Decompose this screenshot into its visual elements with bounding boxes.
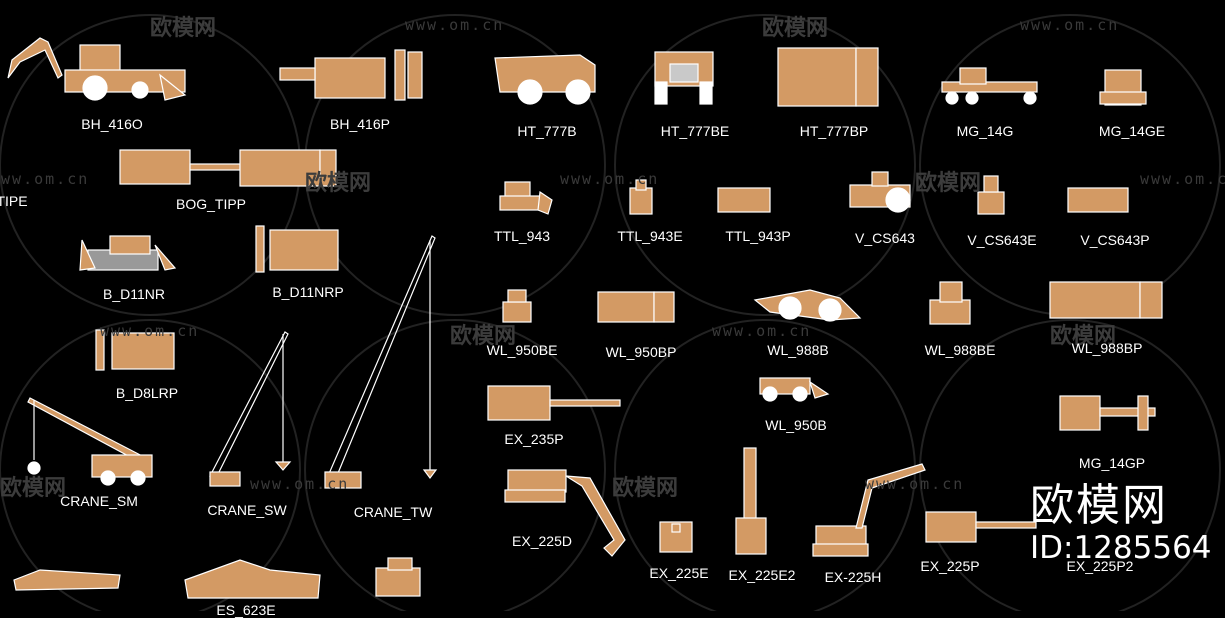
label-ht-777bp: HT_777BP <box>799 123 869 139</box>
label-bh-416o: BH_416O <box>81 116 143 132</box>
label-ttl-943e: TTL_943E <box>617 228 683 244</box>
label-bog-tipp: BOG_TIPP <box>175 196 247 212</box>
backhoe-plan-icon <box>279 49 423 101</box>
track-loader-plan-icon <box>717 187 771 213</box>
wheel-loader-large-front-icon <box>929 281 971 325</box>
label-v-cs643: V_CS643 <box>855 230 915 246</box>
watermark-brand: 欧模网 <box>762 16 829 41</box>
label-wl-988b: WL_988B <box>767 342 829 358</box>
watermark-brand: 欧模网 <box>450 324 517 349</box>
watermark-site: www.om.cn <box>712 322 812 340</box>
crawler-crane-icon <box>209 331 292 487</box>
watermark-site: www.om.cn <box>250 475 350 493</box>
label-ex-225p2: EX_225P2 <box>1066 558 1134 574</box>
watermark-brand: 欧模网 <box>0 476 67 501</box>
dozer-plan-small-icon <box>95 329 175 371</box>
id-watermark-brand: 欧模网 <box>1030 480 1168 531</box>
label-ex-225d: EX_225D <box>512 533 572 549</box>
haul-truck-side-icon <box>494 54 596 105</box>
label-wl-950bp: WL_950BP <box>605 344 677 360</box>
watermark-brand: 欧模网 <box>915 171 982 196</box>
label-b-d11nrp: B_D11NRP <box>272 284 344 300</box>
motor-grader-side-icon <box>941 67 1038 105</box>
label-wl-950b: WL_950B <box>765 417 827 433</box>
equipment-drawings <box>7 37 1163 599</box>
label-es-623e: ES_623E <box>216 602 276 618</box>
excavator-plan-icon <box>487 385 621 421</box>
elevating-scraper-icon <box>184 559 321 599</box>
label-crane-tw: CRANE_TW <box>353 504 433 520</box>
label-wl-988be: WL_988BE <box>924 342 996 358</box>
id-watermark: 欧模网 ID:1285564 <box>1030 480 1220 567</box>
motor-grader-plan-icon <box>1059 395 1156 431</box>
excavator-long-reach-icon <box>812 463 926 557</box>
vibratory-roller-front-icon <box>977 175 1005 215</box>
scraper-icon <box>13 569 121 591</box>
label-wl-950be: WL_950BE <box>486 342 558 358</box>
label-v-cs643e: V_CS643E <box>967 232 1037 248</box>
dozer-side-icon <box>79 235 177 271</box>
track-loader-side-icon <box>499 181 553 215</box>
label-ttl-943: TTL_943 <box>493 228 551 244</box>
label-crane-sw: CRANE_SW <box>207 502 287 518</box>
watermark-site: www.om.cn <box>100 322 200 340</box>
watermark-site: www.om.cn <box>865 475 965 493</box>
label-b-d11nr: B_D11NR <box>103 286 165 302</box>
excavator-front-boom-icon <box>735 447 767 555</box>
label-mg-14g: MG_14G <box>956 123 1014 139</box>
label-ex-225h: EX-225H <box>824 569 882 585</box>
watermark-site: www.om.cn <box>0 170 90 188</box>
wheel-loader-large-plan-icon <box>1049 281 1163 319</box>
watermark-brand: 欧模网 <box>305 171 372 196</box>
label-mg-14ge: MG_14GE <box>1098 123 1166 139</box>
label-ex-225p: EX_225P <box>920 558 980 574</box>
compactor-icon <box>375 557 421 597</box>
watermark-site: www.om.cn <box>1140 170 1225 188</box>
watermark-site: www.om.cn <box>560 170 660 188</box>
tower-crane-icon <box>324 235 438 489</box>
haul-truck-plan-icon <box>777 47 879 107</box>
label-ht-777be: HT_777BE <box>660 123 730 139</box>
label-b-d8lrp: B_D8LRP <box>115 385 179 401</box>
label-v-cs643p: V_CS643P <box>1080 232 1150 248</box>
id-watermark-number: ID:1285564 <box>1030 530 1212 566</box>
excavator-side-icon <box>504 469 626 557</box>
label-ht-777b: HT_777B <box>517 123 577 139</box>
excavator-plan-small-icon <box>925 511 1037 543</box>
watermark-brand: 欧模网 <box>612 476 679 501</box>
mobile-crane-icon <box>27 397 153 486</box>
label-wl-988bp: WL_988BP <box>1071 340 1143 356</box>
dozer-plan-icon <box>255 225 339 273</box>
label-bh-416p: BH_416P <box>330 116 390 132</box>
haul-truck-front-icon <box>654 51 714 105</box>
wheel-loader-large-side-icon <box>753 289 862 322</box>
wheel-loader-side-icon <box>759 377 830 402</box>
watermark-site: www.om.cn <box>1020 16 1120 34</box>
backhoe-side-icon <box>7 37 187 101</box>
label-ttl-943p: TTL_943P <box>725 228 791 244</box>
label-ex-225e: EX_225E <box>649 565 709 581</box>
label-ex-225e2: EX_225E2 <box>728 567 796 583</box>
track-loader-front-icon <box>629 179 653 215</box>
vibratory-roller-side-icon <box>849 171 911 213</box>
watermark-brand: 欧模网 <box>1050 324 1117 349</box>
tipper-plan-icon <box>119 149 337 187</box>
watermark-brand: 欧模网 <box>150 16 217 41</box>
label-ex-235p: EX_235P <box>504 431 564 447</box>
label-mg-14gp: MG_14GP <box>1078 455 1146 471</box>
label-crane-sm: CRANE_SM <box>60 493 138 509</box>
vibratory-roller-plan-icon <box>1067 187 1129 213</box>
watermark-site: www.om.cn <box>405 16 505 34</box>
wheel-loader-front-icon <box>502 289 532 323</box>
wheel-loader-plan-icon <box>597 291 675 323</box>
label-tipe: TIPE <box>0 193 28 209</box>
excavator-front-icon <box>659 521 693 553</box>
motor-grader-front-icon <box>1099 69 1147 106</box>
